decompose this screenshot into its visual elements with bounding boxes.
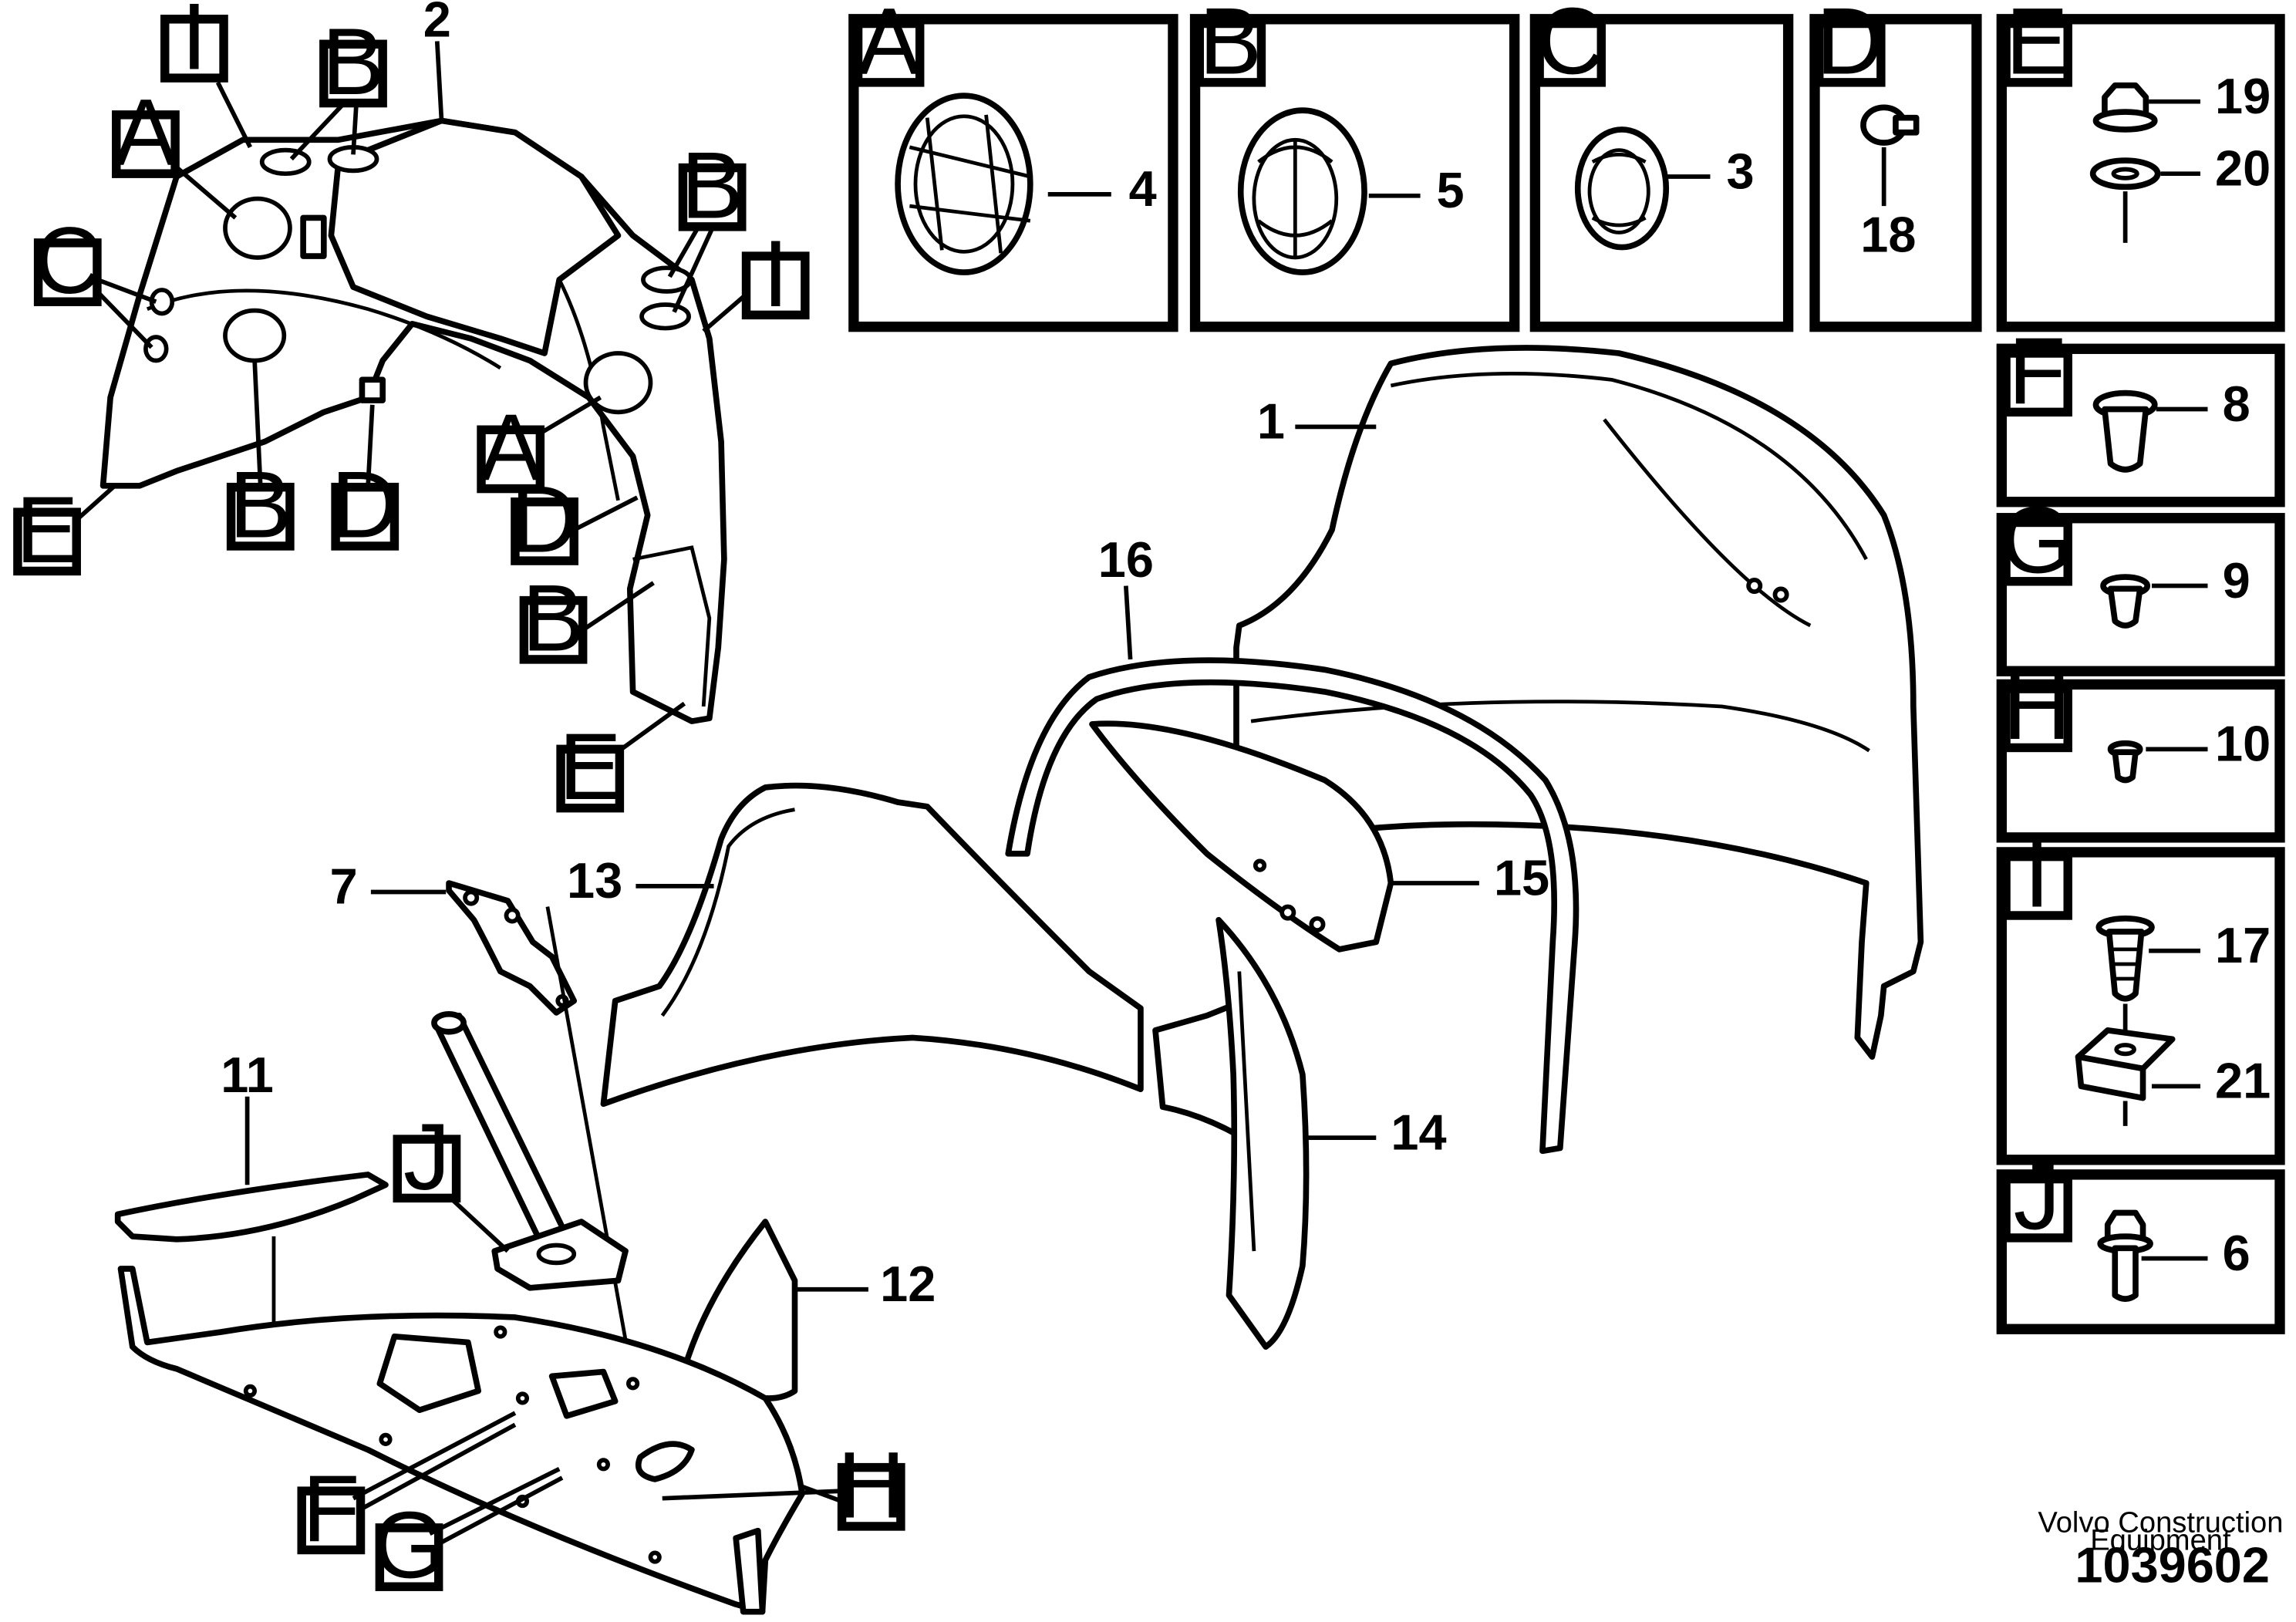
inset-e: E 19 20 [1996, 0, 2285, 332]
guard-15 [1089, 720, 1394, 953]
callout-letter: E [15, 477, 78, 582]
part-number-20: 20 [2215, 140, 2271, 196]
screw-18-drawing [1860, 104, 1920, 207]
callout-letter: I [181, 0, 207, 89]
callout-letter: G [373, 1492, 446, 1598]
callout-b-bottom-left: B [226, 360, 295, 558]
edge-strip-16 [1005, 657, 1580, 1155]
callout-f-floor: F [297, 1411, 517, 1561]
inset-i: I 17 21 [1996, 821, 2285, 1165]
callout-letter: I [763, 221, 789, 326]
callout-i-right: I [702, 221, 810, 333]
callout-j-base: J [393, 1104, 510, 1253]
callout-c-left: C [34, 207, 157, 349]
fender-assembly-2 [99, 117, 727, 724]
part-number-10: 10 [2215, 716, 2271, 772]
callout-letter: D [511, 467, 578, 572]
inset-b-letter: B [1199, 0, 1262, 93]
inset-g-letter: G [2001, 487, 2074, 592]
part-number-12: 12 [880, 1256, 936, 1312]
clip-3-drawing [1574, 126, 1670, 251]
inset-a-letter: A [858, 0, 921, 93]
part-number-5: 5 [1437, 162, 1465, 218]
callout-b-right: B [667, 132, 747, 313]
part-number-15: 15 [1494, 849, 1549, 905]
rivnut-8-drawing [2092, 389, 2158, 473]
rear-panel-1 [1233, 345, 1924, 1061]
callout-letter: A [114, 79, 177, 185]
inset-f-letter: F [2008, 318, 2066, 423]
callout-g-floor: G [373, 1466, 564, 1598]
part-number-2: 2 [423, 0, 451, 48]
rivnut-10-drawing [2107, 740, 2143, 784]
callout-a-right: A [477, 394, 602, 500]
nut-washer-drawing [2089, 82, 2161, 243]
part-number-11: 11 [221, 1047, 274, 1103]
callout-letter: B [522, 565, 585, 670]
callout-d-right: D [511, 467, 639, 572]
callout-e-left: E [13, 477, 116, 582]
part-number-6: 6 [2223, 1225, 2250, 1281]
inset-j-letter: J [2014, 1143, 2061, 1249]
part-number-16: 16 [1098, 531, 1154, 588]
clip-5-drawing [1237, 107, 1367, 275]
plate-11 [114, 1172, 389, 1243]
inset-d-letter: D [1816, 0, 1884, 93]
inset-b: B 5 [1189, 0, 1520, 332]
side-strip-14 [1215, 916, 1310, 1350]
callout-a-left: A [112, 79, 238, 220]
part-number-8: 8 [2223, 376, 2250, 432]
callout-letter: H [838, 1432, 905, 1538]
inset-e-letter: E [2005, 0, 2068, 93]
callout-letter: C [34, 207, 102, 313]
footer: Volvo Construction Equipment 1039602 [2038, 1506, 2283, 1593]
part-number-9: 9 [2223, 552, 2250, 609]
part-number-18: 18 [1860, 206, 1916, 262]
callout-b-top: B [289, 8, 387, 161]
part-number-1: 1 [1257, 393, 1285, 450]
callout-letter: J [403, 1104, 450, 1209]
screw-17-clip-21-drawing [2075, 915, 2176, 1126]
inset-a: A 4 [848, 0, 1178, 332]
company-name-line2: Equipment [2090, 1523, 2231, 1556]
inset-d: D 18 [1809, 0, 1982, 332]
part-number-14: 14 [1391, 1104, 1446, 1160]
inset-j: J 6 [1996, 1143, 2285, 1334]
callout-d-left: D [331, 404, 399, 558]
callout-b-right-low: B [519, 565, 655, 670]
callout-i-top-left: I [160, 0, 252, 149]
inset-i-letter: I [2024, 821, 2050, 927]
part-number-19: 19 [2215, 68, 2271, 124]
part-number-17: 17 [2215, 917, 2271, 973]
part-number-21: 21 [2215, 1053, 2271, 1109]
clip-4-drawing [895, 93, 1033, 275]
callout-letter: A [479, 394, 542, 500]
company-name-line1: Volvo Construction [2038, 1506, 2283, 1539]
callout-letter: B [322, 8, 384, 114]
tube-and-flange [431, 1011, 629, 1291]
callout-letter: D [331, 452, 399, 558]
inset-c: C 3 [1529, 0, 1794, 332]
inset-g: G 9 [1996, 487, 2285, 676]
bolt-6-drawing [2097, 1209, 2153, 1302]
callout-h-floor: H [662, 1432, 905, 1538]
part-number-13: 13 [567, 852, 622, 909]
part-number-7: 7 [330, 858, 358, 915]
drawing-number: 1039602 [2075, 1536, 2270, 1593]
inset-h: H 10 [1996, 653, 2285, 843]
inset-f: F 8 [1996, 318, 2285, 508]
bracket-7 [446, 880, 578, 1016]
part-number-4: 4 [1129, 160, 1157, 217]
callout-letter: E [559, 713, 622, 819]
rivnut-9-drawing [2100, 574, 2151, 629]
part-number-3: 3 [1726, 143, 1754, 199]
callout-letter: F [302, 1455, 360, 1561]
callout-e-right: E [556, 701, 686, 819]
callout-letter: B [681, 132, 743, 238]
inset-h-letter: H [2003, 653, 2071, 759]
inset-c-letter: C [1536, 0, 1604, 93]
